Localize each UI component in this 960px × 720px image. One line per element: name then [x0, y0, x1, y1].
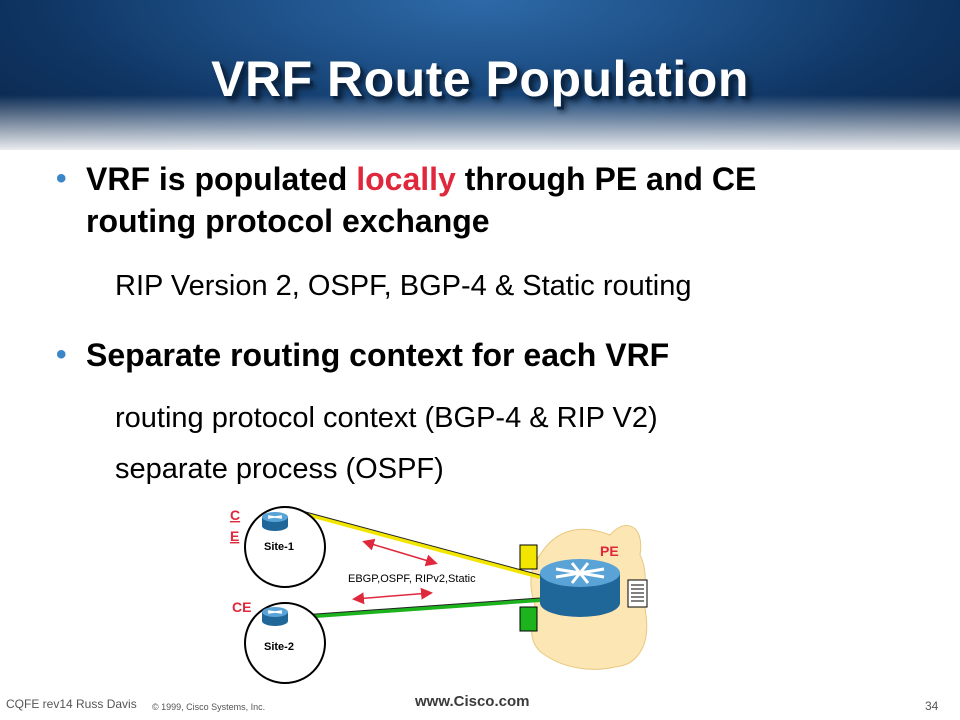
bullet-highlight-locally: locally — [356, 161, 456, 197]
ce-label-site1-e: E — [230, 528, 239, 544]
ce-router-2-icon — [262, 607, 288, 626]
sub-separate-process: separate process (OSPF) — [115, 453, 444, 485]
protocols-label: EBGP,OSPF, RIPv2,Static — [348, 573, 476, 585]
ce-router-1-icon — [262, 512, 288, 531]
slide-header — [0, 0, 960, 150]
bullet-text-after: through PE and CE — [455, 161, 757, 197]
site2-link — [301, 598, 541, 619]
slide-title: VRF Route Population — [211, 51, 749, 107]
site1-link-outline — [301, 510, 541, 576]
routing-table-icon — [627, 579, 648, 608]
ce-label-site1-c: C — [230, 507, 240, 523]
sub-routing-context: routing protocol context (BGP-4 & RIP V2… — [115, 402, 658, 434]
vrf-site1-box — [519, 544, 538, 570]
sub-protocols: RIP Version 2, OSPF, BGP-4 & Static rout… — [115, 270, 692, 302]
vrf-network-diagram: Site-1 Site-2 C E CE EBGP,OSPF, RIPv2,St… — [230, 506, 648, 684]
footer-url-link[interactable]: www.Cisco.com — [415, 693, 530, 710]
bullet-separate-context: • Separate routing context for each VRF — [56, 334, 946, 376]
arrow-upper — [362, 538, 438, 567]
bullet-text-before: VRF is populated — [86, 161, 357, 197]
pe-router-icon — [540, 559, 620, 617]
bullet-text: Separate routing context for each VRF — [86, 337, 670, 373]
footer-copyright: © 1999, Cisco Systems, Inc. — [152, 702, 266, 712]
site1-link — [301, 511, 541, 579]
pe-label: PE — [600, 543, 619, 559]
site1-label: Site-1 — [264, 541, 294, 553]
header-fade — [0, 95, 960, 150]
arrow-lower — [352, 587, 433, 605]
footer-page-number: 34 — [925, 699, 939, 713]
bullet-text-line2: routing protocol exchange — [86, 203, 490, 239]
site2-link-outline — [301, 597, 541, 616]
bullet-vrf-populated: • VRF is populated locally through PE an… — [56, 158, 946, 242]
bullet-dot: • — [56, 338, 67, 371]
site2-label: Site-2 — [264, 641, 294, 653]
footer-course: CQFE rev14 Russ Davis — [6, 697, 137, 711]
ce-label-site2: CE — [232, 599, 251, 615]
vrf-site2-box — [519, 606, 538, 632]
bullet-dot: • — [56, 162, 67, 195]
